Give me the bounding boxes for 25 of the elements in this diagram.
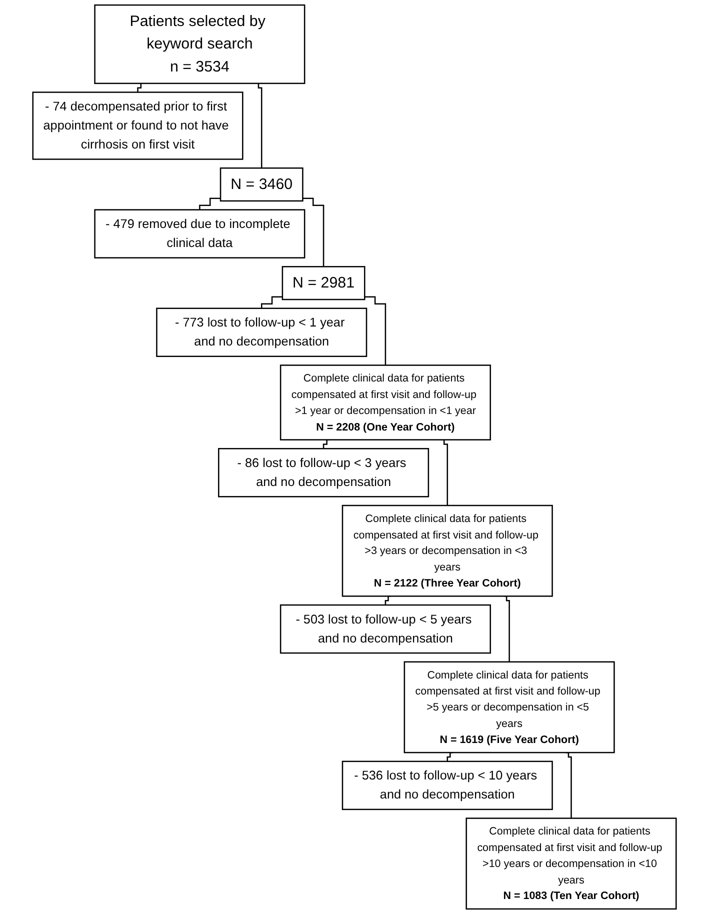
connector [504,596,510,663]
connector [364,296,386,366]
node-box: N = 2981 [282,266,366,300]
connector [446,752,453,762]
connector [137,82,144,93]
node-box: Complete clinical data for patients compensated at first visit and follow-up >5 years or decompensation in <5 years N = 1619 (Five Year Cohort) [404,661,615,754]
node-box: - 503 lost to follow-up < 5 years and no decompensation [280,604,491,654]
connector [260,296,282,309]
node-box: Complete clinical data for patients compensated at first visit and follow-up >3 years or decompensation in <3 years N = 2122 (Three Year Cohort) [342,504,553,597]
node-box: - 479 removed due to incomplete clinical data [94,209,306,258]
connector [302,198,324,268]
connector [440,439,448,506]
connector [566,752,572,819]
connector [384,596,391,606]
node-box: - 773 lost to follow-up < 1 year and no decompensation [156,308,368,357]
connector [255,82,262,169]
connector [322,439,330,450]
node-box: Patients selected by keyword search n = 3534 [94,4,306,84]
node-box: Complete clinical data for patients compensated at first visit and follow-up >1 year or decompensation in <1 year N = 2208 (One Year Cohort) [280,364,491,440]
node-box: N = 3460 [220,167,304,202]
node-box: - 536 lost to follow-up < 10 years and no decompensation [342,760,553,810]
node-box: - 86 lost to follow-up < 3 years and no decompensation [218,448,430,498]
node-box: - 74 decompensated prior to first appointment or found to not have cirrhosis on first visit [32,92,244,160]
node-box: Complete clinical data for patients compensated at first visit and follow-up >10 years or decompensation in <10 years N = 1083 (Ten Year Cohort) [466,818,677,910]
connector [199,198,221,210]
